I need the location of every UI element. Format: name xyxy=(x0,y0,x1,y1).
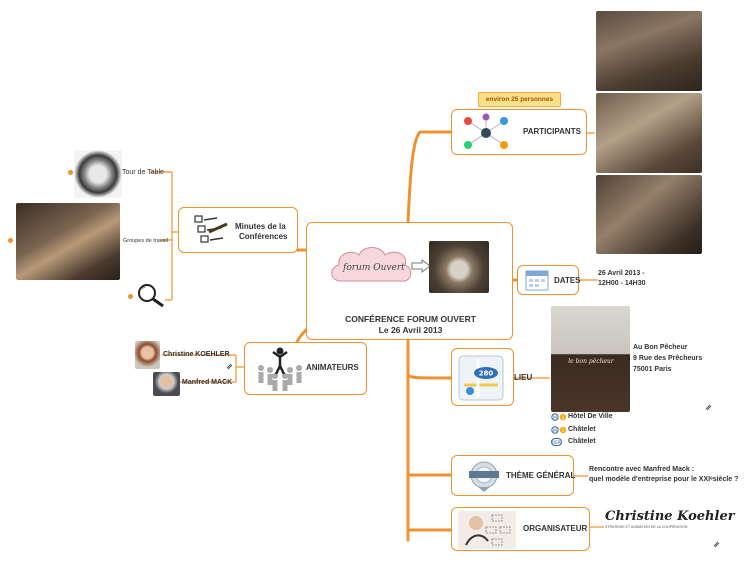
org-chart-icon xyxy=(458,511,516,549)
minutes-label-1: Minutes de la xyxy=(235,222,286,231)
svg-text:M: M xyxy=(553,415,557,421)
attachment-icon[interactable] xyxy=(712,540,721,549)
dates-detail-2: 12H00 - 14H30 xyxy=(598,280,646,287)
map-location-icon: 280 xyxy=(458,355,504,401)
people-network-icon xyxy=(464,113,508,149)
animateur-2: Manfred MACK xyxy=(182,379,233,386)
forum-cloud-icon xyxy=(331,247,412,282)
theme-node[interactable]: THÈME GÉNÉRAL xyxy=(451,455,576,496)
dates-node[interactable]: DATES xyxy=(517,265,581,295)
attachment-icon[interactable] xyxy=(225,362,234,371)
minutes-child-1: Tour de Table xyxy=(122,169,164,176)
svg-text:280: 280 xyxy=(479,370,494,378)
theme-text-2: quel modèle d'entreprise pour le XXIᵉsiè… xyxy=(589,476,739,483)
theme-text-1: Rencontre avec Manfred Mack : xyxy=(589,466,695,473)
lieu-label: LIEU xyxy=(514,373,533,382)
transit-stop-1: Hôtel De Ville xyxy=(568,413,613,420)
restaurant-photo: le bon pêcheur xyxy=(551,306,630,412)
theme-label: THÈME GÉNÉRAL xyxy=(506,471,576,480)
participants-photo-3 xyxy=(596,175,702,254)
checklist-icon xyxy=(194,215,228,243)
bullet-dot xyxy=(68,170,73,175)
tour-de-table-photo xyxy=(74,150,122,198)
dates-detail-1: 26 Avril 2013 - xyxy=(598,270,645,277)
minutes-child-2: Groupes de travail xyxy=(123,238,168,244)
lieu-address-2: 9 Rue des Prêcheurs xyxy=(633,355,703,362)
lieu-address-3: 75001 Paris xyxy=(633,366,672,373)
manfred-mack-photo xyxy=(153,372,180,396)
arrow-right-icon xyxy=(411,259,431,273)
svg-text:1: 1 xyxy=(562,428,565,434)
center-node[interactable]: forum Ouvert CONFÉRENCE FORUM OUVERT Le … xyxy=(306,222,513,340)
organisateur-node[interactable]: ORGANISATEUR xyxy=(451,507,590,551)
participants-photo-1 xyxy=(596,11,702,91)
groupes-photo xyxy=(16,203,120,280)
dates-label: DATES xyxy=(554,276,581,285)
attachment-icon[interactable] xyxy=(704,403,713,412)
participants-label: PARTICIPANTS xyxy=(523,127,581,136)
organisateur-label: ORGANISATEUR xyxy=(523,524,588,533)
christine-koehler-logo: Christine Koehler STRATÉGIE ET ANIMATION… xyxy=(605,509,735,539)
participants-node[interactable]: PARTICIPANTS xyxy=(451,109,587,155)
svg-text:M: M xyxy=(553,428,557,434)
lieu-address-1: Au Bon Pêcheur xyxy=(633,344,688,351)
team-leader-icon xyxy=(258,347,302,391)
minutes-node[interactable]: Minutes de la Conférences xyxy=(178,207,298,253)
cloud-text: forum Ouvert xyxy=(343,263,405,273)
storefront-sign: le bon pêcheur xyxy=(568,358,614,365)
forum-circle-photo xyxy=(429,241,489,293)
rer-icon: RER xyxy=(551,438,562,446)
transit-stop-2: Châtelet xyxy=(568,426,596,433)
bullet-dot xyxy=(8,238,13,243)
minutes-label-2: Conférences xyxy=(239,232,288,241)
animateurs-label: ANIMATEURS xyxy=(306,363,359,372)
animateur-1: Christine KOEHLER xyxy=(163,351,230,358)
participants-callout: environ 25 personnes xyxy=(478,92,561,107)
svg-text:1: 1 xyxy=(562,415,565,421)
animateurs-node[interactable]: ANIMATEURS xyxy=(244,342,367,395)
transit-stop-3: Châtelet xyxy=(568,438,596,445)
theme-badge-icon xyxy=(469,461,499,492)
lieu-node[interactable]: 280 LIEU xyxy=(451,348,532,406)
participants-photo-2 xyxy=(596,93,702,173)
calendar-icon xyxy=(525,270,549,291)
participants-callout-text: environ 25 personnes xyxy=(485,96,554,103)
center-title: CONFÉRENCE FORUM OUVERT xyxy=(345,314,476,324)
svg-text:RER: RER xyxy=(552,440,561,445)
logo-name: Christine Koehler xyxy=(605,509,735,524)
christine-koehler-photo xyxy=(135,341,160,369)
logo-tagline: STRATÉGIE ET ANIMATION DE LA COOPÉRATION xyxy=(605,525,688,529)
magnifier-icon xyxy=(138,284,164,308)
bullet-dot xyxy=(128,294,133,299)
center-date: Le 26 Avril 2013 xyxy=(378,325,443,335)
